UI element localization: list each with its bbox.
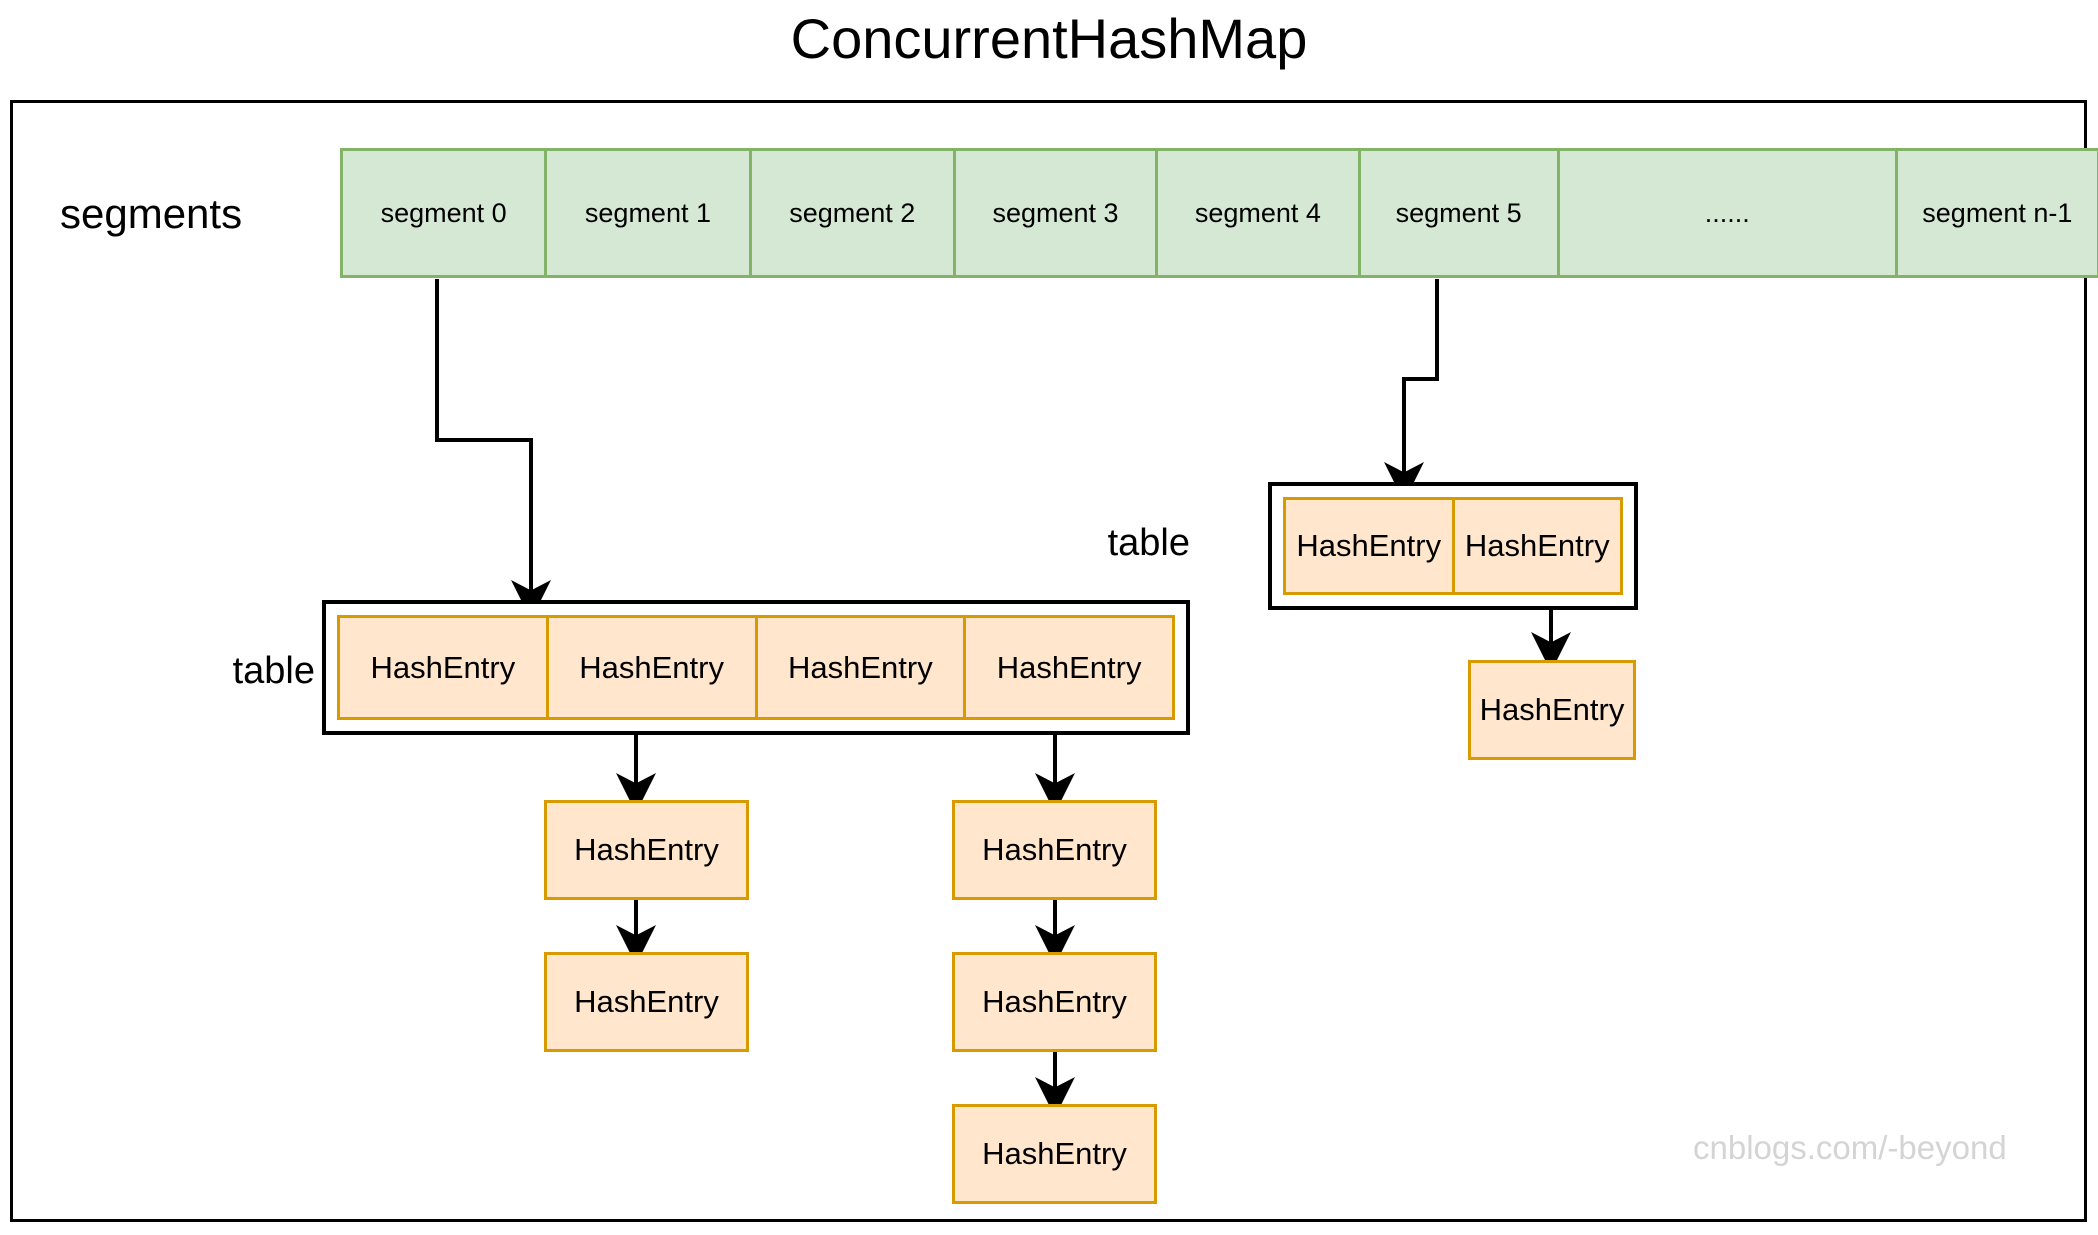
segment-cell-5[interactable]: segment 5 bbox=[1360, 151, 1560, 275]
left-table-box: HashEntry HashEntry HashEntry HashEntry bbox=[322, 600, 1190, 735]
segments-label: segments bbox=[60, 190, 243, 237]
watermark: cnblogs.com/-beyond bbox=[1693, 1129, 2007, 1166]
segment-cell-label: segment 3 bbox=[992, 197, 1119, 228]
left-table-cell-2[interactable]: HashEntry bbox=[757, 618, 967, 717]
segment-cell-label: ...... bbox=[1704, 197, 1750, 228]
segment-cell-3[interactable]: segment 3 bbox=[955, 151, 1159, 275]
left-table-label: table bbox=[232, 650, 315, 692]
segment-cell-4[interactable]: segment 4 bbox=[1158, 151, 1361, 275]
segment-cell-label: segment 2 bbox=[789, 197, 916, 228]
segment-cell-label: segment 4 bbox=[1194, 197, 1321, 228]
segment-cell-ellipsis[interactable]: ...... bbox=[1559, 151, 1898, 275]
right-table-label: table bbox=[1107, 522, 1190, 564]
segment-cell-n-minus-1[interactable]: segment n-1 bbox=[1897, 151, 2097, 275]
hash-entry-label: HashEntry bbox=[1479, 692, 1625, 727]
hash-entry-label: HashEntry bbox=[579, 649, 724, 685]
right-chain-entry-0[interactable]: HashEntry bbox=[1468, 660, 1636, 760]
segment-cell-0[interactable]: segment 0 bbox=[343, 151, 548, 275]
left-table-cell-0[interactable]: HashEntry bbox=[340, 618, 549, 717]
segments-array: segment 0 segment 1 segment 2 segment 3 … bbox=[340, 148, 2098, 278]
hash-entry-label: HashEntry bbox=[1464, 528, 1610, 563]
left-chainA-entry-1[interactable]: HashEntry bbox=[544, 952, 749, 1052]
right-table-box: HashEntry HashEntry bbox=[1268, 482, 1638, 610]
left-table-inner: HashEntry HashEntry HashEntry HashEntry bbox=[337, 615, 1175, 720]
segment-cell-label: segment 0 bbox=[380, 197, 507, 228]
hash-entry-label: HashEntry bbox=[1296, 528, 1442, 563]
left-chainB-entry-0[interactable]: HashEntry bbox=[952, 800, 1157, 900]
hash-entry-label: HashEntry bbox=[982, 984, 1127, 1019]
hash-entry-label: HashEntry bbox=[982, 832, 1127, 867]
segment-cell-1[interactable]: segment 1 bbox=[547, 151, 752, 275]
hash-entry-label: HashEntry bbox=[574, 984, 719, 1019]
right-table-cell-0[interactable]: HashEntry bbox=[1286, 500, 1455, 592]
hash-entry-label: HashEntry bbox=[996, 649, 1142, 685]
right-table-inner: HashEntry HashEntry bbox=[1283, 497, 1623, 595]
hash-entry-label: HashEntry bbox=[788, 649, 933, 685]
segment-cell-2[interactable]: segment 2 bbox=[751, 151, 956, 275]
right-table-cell-1[interactable]: HashEntry bbox=[1454, 500, 1620, 592]
left-chainB-entry-1[interactable]: HashEntry bbox=[952, 952, 1157, 1052]
left-chainA-entry-0[interactable]: HashEntry bbox=[544, 800, 749, 900]
hash-entry-label: HashEntry bbox=[982, 1136, 1127, 1171]
page-title: ConcurrentHashMap bbox=[790, 7, 1308, 70]
segment-cell-label: segment n-1 bbox=[1922, 197, 2073, 228]
hash-entry-label: HashEntry bbox=[370, 649, 516, 685]
left-chainB-entry-2[interactable]: HashEntry bbox=[952, 1104, 1157, 1204]
segment-cell-label: segment 1 bbox=[584, 197, 711, 228]
left-table-cell-1[interactable]: HashEntry bbox=[548, 618, 758, 717]
segment-cell-label: segment 5 bbox=[1395, 197, 1522, 228]
hash-entry-label: HashEntry bbox=[574, 832, 719, 867]
left-table-cell-3[interactable]: HashEntry bbox=[966, 618, 1172, 717]
